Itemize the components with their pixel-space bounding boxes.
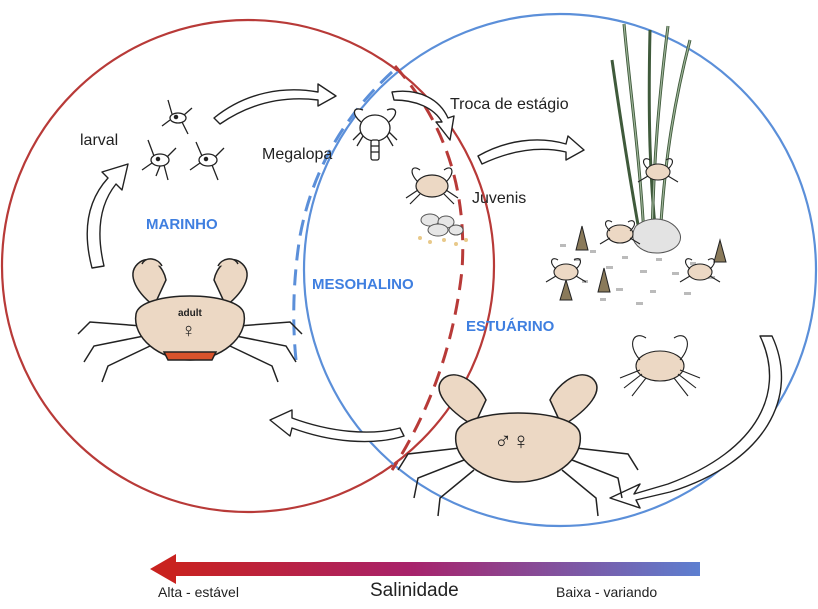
larva-icon bbox=[142, 100, 224, 180]
juvenile-crab-icon bbox=[406, 168, 458, 204]
sand-dots-icon bbox=[418, 236, 468, 246]
seagrass-icon bbox=[612, 24, 690, 238]
rock-icon bbox=[633, 219, 681, 253]
zone-estuarine-label: ESTUÁRINO bbox=[466, 318, 554, 335]
stage-change-label: Troca de estágio bbox=[450, 96, 569, 114]
larval-label: larval bbox=[80, 132, 118, 150]
megalopa-icon bbox=[353, 109, 397, 160]
megalopa-label: Megalopa bbox=[262, 146, 332, 164]
salinity-title: Salinidade bbox=[370, 580, 459, 602]
juveniles-label: Juvenis bbox=[472, 190, 526, 208]
zone-mesohaline-label: MESOHALINO bbox=[312, 276, 414, 293]
pebbles-icon bbox=[421, 214, 463, 236]
salinity-high-label: Alta - estável bbox=[158, 584, 239, 600]
male-female-symbol: ♂♀ bbox=[494, 428, 530, 456]
adult-tag: adult bbox=[178, 308, 202, 319]
female-symbol: ♀ bbox=[181, 320, 196, 343]
zone-marine-label: MARINHO bbox=[146, 216, 218, 233]
salinity-low-label: Baixa - variando bbox=[556, 584, 657, 600]
